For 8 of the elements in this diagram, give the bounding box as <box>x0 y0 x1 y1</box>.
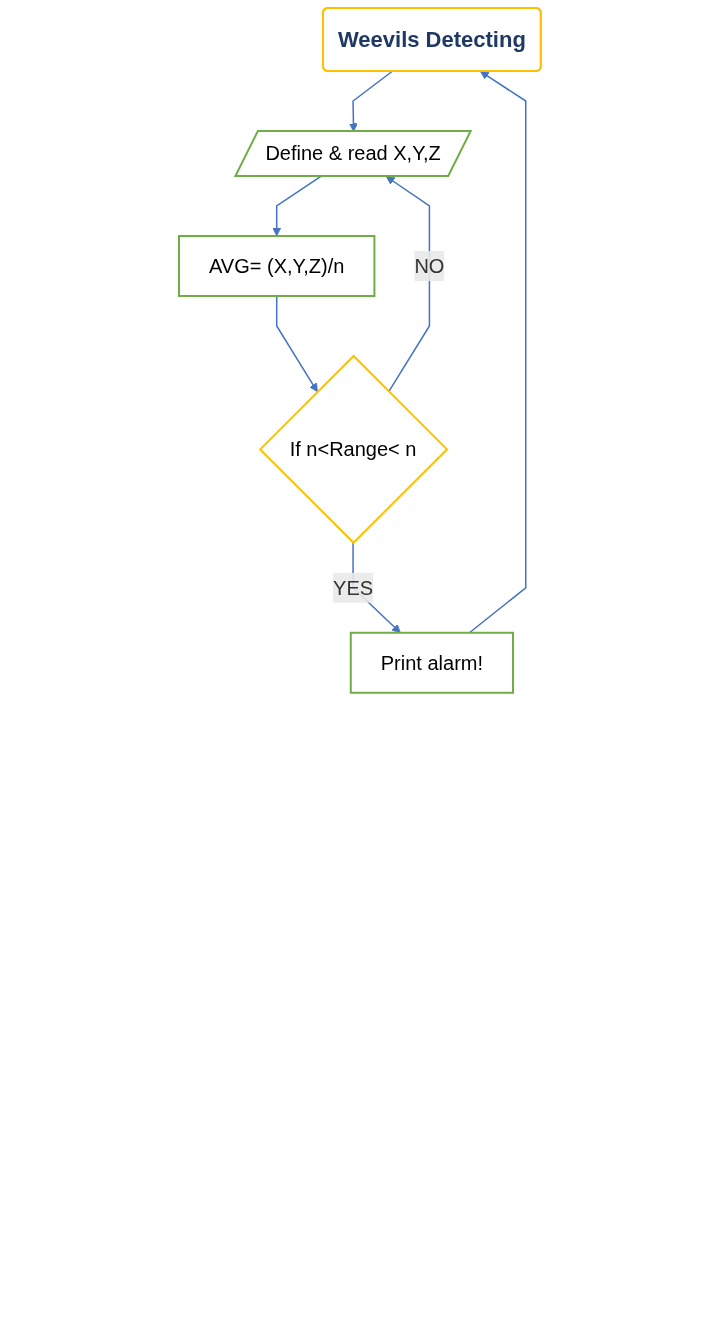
arrow <box>348 70 393 132</box>
arrow <box>275 295 318 393</box>
edge-label: NO <box>413 254 444 277</box>
arrow <box>468 71 527 634</box>
node-box: AVG= (X,Y,Z)/n <box>177 235 375 297</box>
edge-label: YES <box>332 576 373 599</box>
node-box: Print alarm! <box>349 631 514 694</box>
node-diamond: If n<Range< n <box>258 354 448 545</box>
